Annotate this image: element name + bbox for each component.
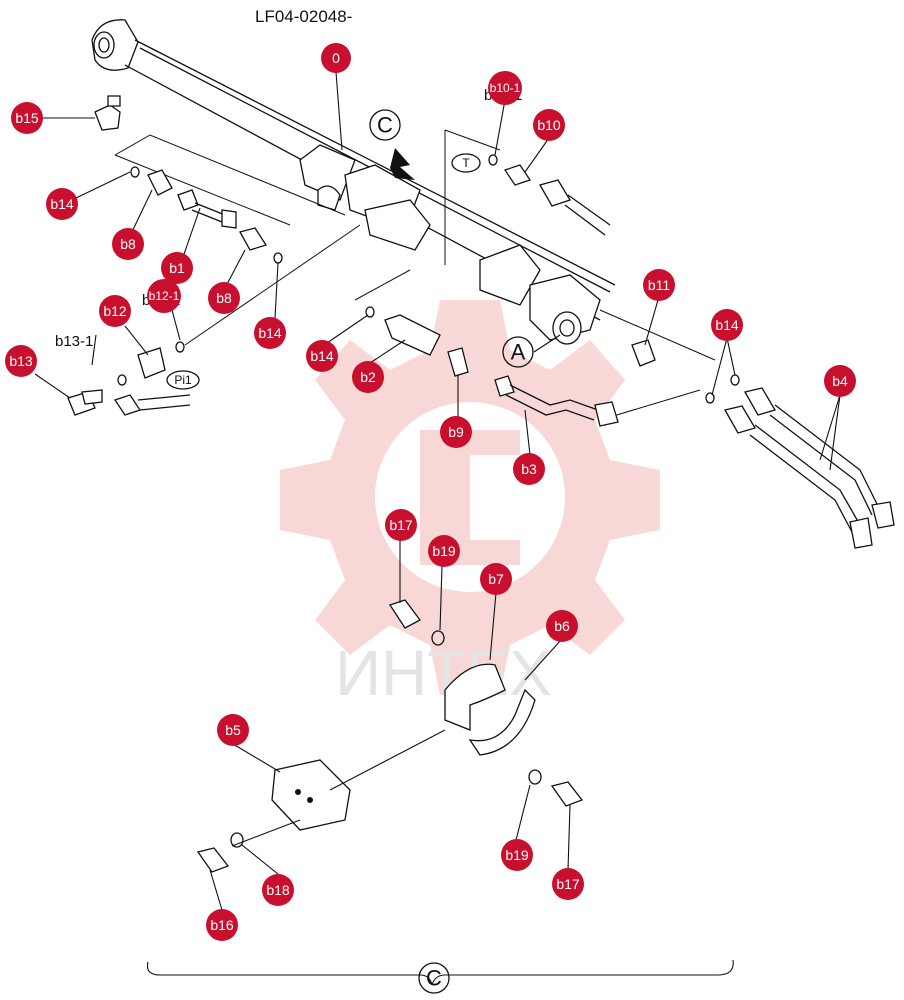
port-t-label: T <box>462 156 470 170</box>
view-a-marker <box>502 336 534 368</box>
svg-text:0: 0 <box>332 50 340 66</box>
port-pi1-label: Pi1 <box>174 373 192 387</box>
svg-text:b11: b11 <box>648 277 671 293</box>
svg-text:b3: b3 <box>521 461 537 477</box>
callout-b14: b14 <box>254 317 286 349</box>
callout-b1: b1 <box>161 252 193 284</box>
view-a-letter: A <box>511 340 526 365</box>
arrow-icon <box>390 148 415 180</box>
svg-text:b7: b7 <box>488 571 504 587</box>
callout-b4: b4 <box>824 365 856 397</box>
svg-text:b8: b8 <box>120 236 136 252</box>
svg-text:b13: b13 <box>9 353 33 369</box>
svg-text:b6: b6 <box>554 618 570 634</box>
svg-text:b1: b1 <box>169 260 185 276</box>
callout-b15: b15 <box>11 102 43 134</box>
callout-b19: b19 <box>428 535 460 567</box>
callout-badges: 0 b15 b14 b8 b1 b8 b14 b12 b12-1 b13 b10… <box>5 43 856 941</box>
callout-b8: b8 <box>112 228 144 260</box>
callout-0: 0 <box>321 43 351 73</box>
callout-b2: b2 <box>352 361 384 393</box>
svg-text:b8: b8 <box>216 290 232 306</box>
svg-text:b10-1: b10-1 <box>490 81 521 95</box>
watermark-brand-text: ИНТЕХ <box>335 637 552 709</box>
guide-lines <box>114 129 716 421</box>
watermark: ИНТЕХ <box>280 300 660 709</box>
svg-text:b19: b19 <box>432 543 456 559</box>
view-c-marker-bottom <box>418 962 450 994</box>
callout-b18: b18 <box>262 874 294 906</box>
view-c-letter-bottom: C <box>426 966 442 991</box>
svg-text:b17: b17 <box>389 517 413 533</box>
callout-b3: b3 <box>513 453 545 485</box>
svg-text:b2: b2 <box>360 369 376 385</box>
svg-text:b5: b5 <box>225 722 241 738</box>
svg-text:b14: b14 <box>258 325 282 341</box>
callout-b7: b7 <box>480 563 512 595</box>
callout-b11: b11 <box>643 269 675 301</box>
svg-text:b14: b14 <box>50 196 74 212</box>
callout-b8: b8 <box>208 282 240 314</box>
callout-b14: b14 <box>711 309 743 341</box>
fittings <box>67 95 895 549</box>
view-markers: C A T Pi1 C <box>146 109 734 994</box>
svg-text:b12-1: b12-1 <box>149 289 180 303</box>
view-c-marker-top <box>369 109 401 141</box>
port-pi1-marker <box>166 370 200 390</box>
callout-b9: b9 <box>440 416 472 448</box>
port-t-marker <box>451 153 481 173</box>
svg-text:b12: b12 <box>103 303 127 319</box>
svg-text:b4: b4 <box>832 373 848 389</box>
callout-b14: b14 <box>306 340 338 372</box>
callout-b10: b10 <box>533 109 565 141</box>
callout-b16: b16 <box>206 909 238 941</box>
label-b13-1: b13-1 <box>55 333 93 350</box>
svg-text:b19: b19 <box>505 847 529 863</box>
svg-text:b14: b14 <box>310 348 334 364</box>
callout-b12-1: b12-1 <box>147 279 181 313</box>
callout-b6: b6 <box>546 610 578 642</box>
svg-text:b17: b17 <box>556 876 580 892</box>
svg-text:b18: b18 <box>266 882 290 898</box>
svg-text:b14: b14 <box>715 317 739 333</box>
callout-b13: b13 <box>5 345 37 377</box>
watermark-gear-icon <box>280 300 660 695</box>
callout-b17: b17 <box>552 868 584 900</box>
callout-b12: b12 <box>99 295 131 327</box>
hydraulic-cylinder <box>91 19 616 345</box>
svg-text:b15: b15 <box>15 110 39 126</box>
view-c-letter-top: C <box>377 113 393 138</box>
callout-b17: b17 <box>385 509 417 541</box>
svg-text:b9: b9 <box>448 424 464 440</box>
callout-b10-1: b10-1 <box>488 71 522 105</box>
callout-b5: b5 <box>217 714 249 746</box>
callout-b19: b19 <box>501 839 533 871</box>
view-c-bracket <box>146 959 734 986</box>
svg-text:b10: b10 <box>537 117 561 133</box>
clamp-assembly <box>196 599 584 873</box>
callout-b14: b14 <box>46 188 78 220</box>
drawing-number: LF04-02048- <box>255 7 352 26</box>
svg-text:b16: b16 <box>210 917 234 933</box>
leader-lines <box>34 71 841 911</box>
